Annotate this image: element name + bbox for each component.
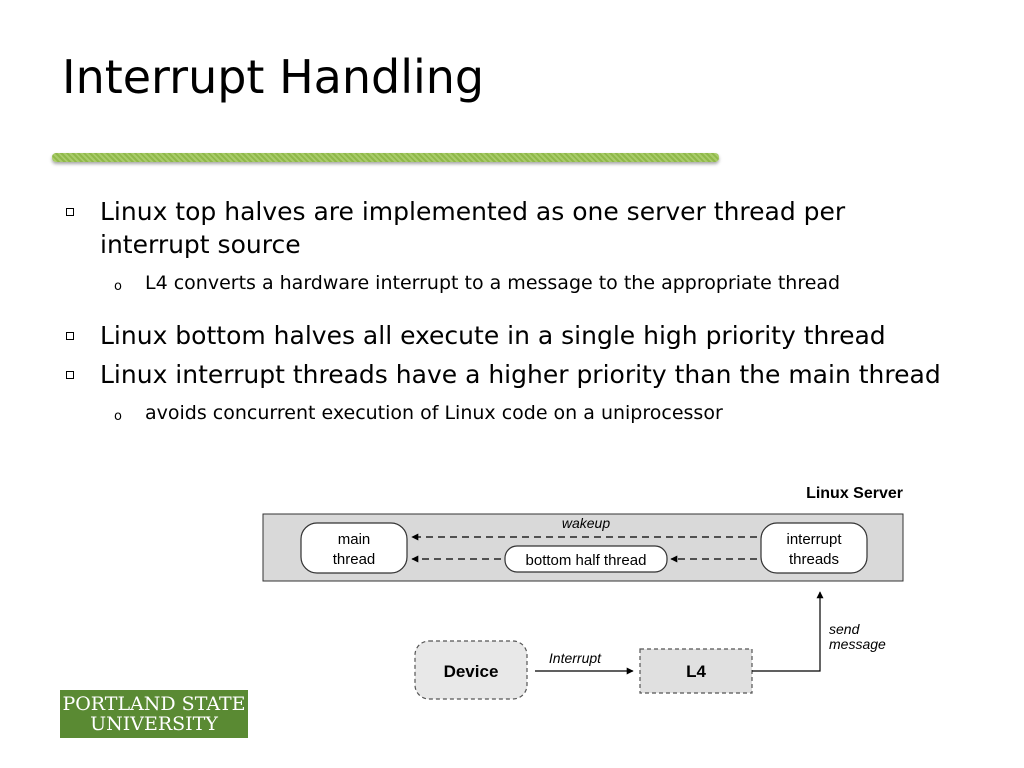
circle-bullet-icon: o — [114, 409, 122, 424]
sub-bullet-avoids-concurrent: o avoids concurrent execution of Linux c… — [60, 399, 960, 427]
bullet-list: Linux top halves are implemented as one … — [60, 195, 960, 449]
l4-node — [639, 648, 753, 694]
wakeup-label: wakeup — [562, 515, 610, 531]
device-label: Device — [444, 662, 499, 681]
bullet-text: Linux interrupt threads have a higher pr… — [100, 360, 941, 389]
main-thread-node — [300, 522, 408, 574]
square-bullet-icon — [66, 371, 74, 379]
sub-bullet-l4-converts: o L4 converts a hardware interrupt to a … — [60, 269, 960, 297]
bullet-top-halves: Linux top halves are implemented as one … — [60, 195, 960, 261]
bullet-text: Linux top halves are implemented as one … — [100, 197, 846, 259]
square-bullet-icon — [66, 208, 74, 216]
square-bullet-icon — [66, 332, 74, 340]
interrupt-label: Interrupt — [549, 650, 602, 666]
interrupt-threads-label-2: threads — [789, 551, 839, 568]
bullet-text: Linux bottom halves all execute in a sin… — [100, 321, 886, 350]
server-label: Linux Server — [806, 485, 903, 502]
circle-bullet-icon: o — [114, 279, 122, 294]
slide-title: Interrupt Handling — [62, 50, 485, 104]
interrupt-threads-node — [760, 522, 868, 574]
bottom-half-label: bottom half thread — [526, 552, 647, 569]
send-message-label-2: message — [829, 636, 886, 652]
bottom-half-node — [504, 545, 668, 573]
title-divider — [52, 153, 719, 162]
l4-label: L4 — [686, 662, 706, 681]
interrupt-flow-diagram: Linux Server main thread bottom half thr… — [262, 485, 904, 700]
device-node — [414, 640, 528, 700]
main-thread-label-2: thread — [333, 551, 376, 568]
logo-line-1: PORTLAND STATE — [62, 693, 246, 715]
main-thread-label-1: main — [338, 531, 371, 548]
bullet-interrupt-threads: Linux interrupt threads have a higher pr… — [60, 358, 960, 391]
interrupt-threads-label-1: interrupt — [786, 531, 842, 548]
send-message-label-1: send — [829, 621, 861, 637]
sub-bullet-text: avoids concurrent execution of Linux cod… — [145, 402, 723, 424]
logo-line-2: UNIVERSITY — [90, 713, 218, 735]
bullet-bottom-halves: Linux bottom halves all execute in a sin… — [60, 319, 960, 352]
portland-state-logo: PORTLAND STATE UNIVERSITY — [60, 690, 248, 738]
sub-bullet-text: L4 converts a hardware interrupt to a me… — [145, 272, 841, 294]
l4-to-interrupt-threads-arrow — [752, 591, 824, 672]
